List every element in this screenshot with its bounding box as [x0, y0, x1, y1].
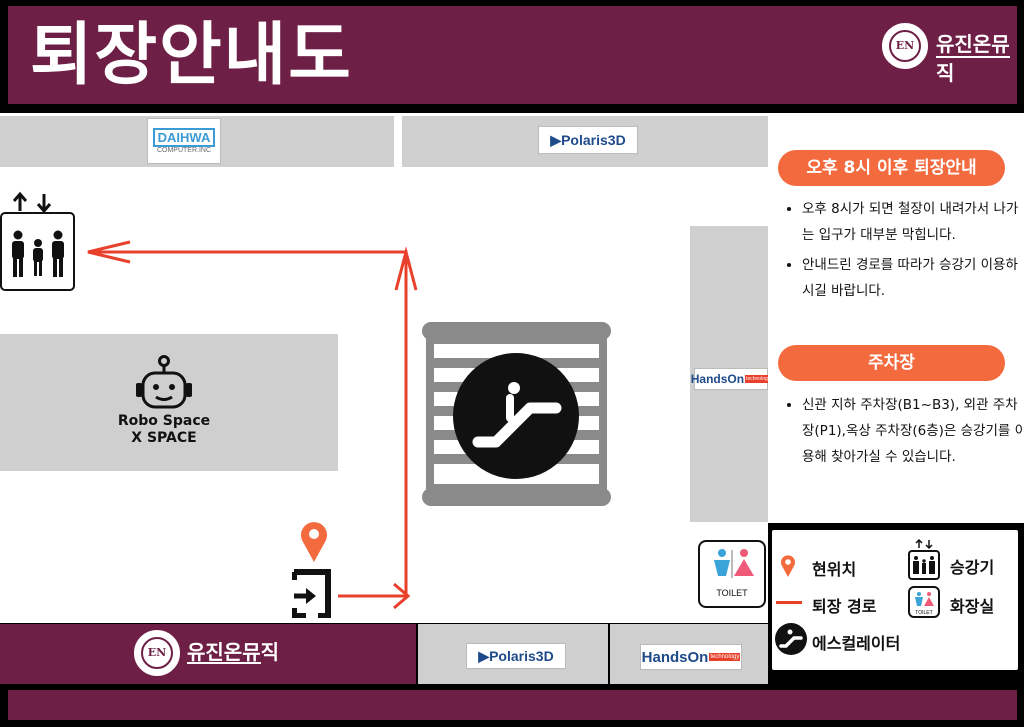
parking-list: 신관 지하 주차장(B1~B3), 외관 주차장(P1),옥상 주차장(6층)은…	[782, 392, 1024, 474]
brand-name-bottom: 유진온뮤직	[187, 640, 279, 664]
legend-elevator-icon	[908, 538, 940, 580]
after-8pm-title: 오후 8시 이후 퇴장안내	[778, 150, 1005, 186]
legend-restroom-label: 화장실	[950, 597, 995, 616]
toilet-label: TOILET	[716, 588, 748, 598]
daihwa-logo: DAIHWA COMPUTER.INC	[147, 118, 221, 164]
legend-current-label: 현위치	[812, 560, 857, 579]
after-8pm-list: 오후 8시가 되면 철장이 내려가서 나가는 입구가 대부분 막힙니다. 안내드…	[782, 196, 1024, 308]
footer-bar	[8, 690, 1017, 720]
elevator-people-icon	[12, 191, 64, 277]
brand-underline	[936, 56, 1010, 58]
polaris-logo-bottom: ▶Polaris3D	[466, 643, 566, 669]
legend-route-line	[776, 601, 802, 604]
legend-route-label: 퇴장 경로	[812, 597, 877, 616]
escalator-graphic	[422, 322, 611, 506]
parking-title: 주차장	[778, 345, 1005, 381]
robot-icon	[136, 355, 192, 409]
restroom-figures-icon	[714, 549, 754, 578]
handson-logo-side: HandsOn technology	[691, 368, 772, 390]
brand-underline-bottom	[187, 662, 261, 664]
handson-logo-bottom: HandsOn technology	[640, 644, 742, 670]
header-banner	[8, 6, 1017, 104]
legend-escalator-label: 에스컬레이터	[812, 634, 901, 653]
current-location-pin-icon	[301, 522, 327, 562]
brand-name: 유진온뮤직	[936, 32, 1010, 85]
legend-box	[770, 528, 1020, 672]
legend-restroom-icon: TOILET	[908, 586, 940, 618]
legend-restroom-text: TOILET	[915, 610, 932, 616]
store-block-robo	[0, 334, 338, 471]
polaris-logo-top: ▶Polaris3D	[538, 126, 638, 154]
store-block-brand	[0, 624, 416, 684]
exit-route-path	[87, 240, 418, 610]
legend-elevator-label: 승강기	[950, 558, 995, 577]
after-8pm-item: 안내드린 경로를 따라가 승강기 이용하시길 바랍니다.	[802, 252, 1024, 304]
brand-logo-icon: EN	[880, 21, 930, 71]
brand-logo-bottom-icon: EN	[132, 628, 182, 678]
after-8pm-item: 오후 8시가 되면 철장이 내려가서 나가는 입구가 대부분 막힙니다.	[802, 196, 1024, 248]
legend-escalator-icon	[775, 623, 807, 655]
parking-item: 신관 지하 주차장(B1~B3), 외관 주차장(P1),옥상 주차장(6층)은…	[802, 392, 1024, 470]
legend-pin-icon	[781, 555, 795, 577]
page-title: 퇴장안내도	[30, 16, 353, 95]
exit-door-icon	[292, 569, 331, 618]
